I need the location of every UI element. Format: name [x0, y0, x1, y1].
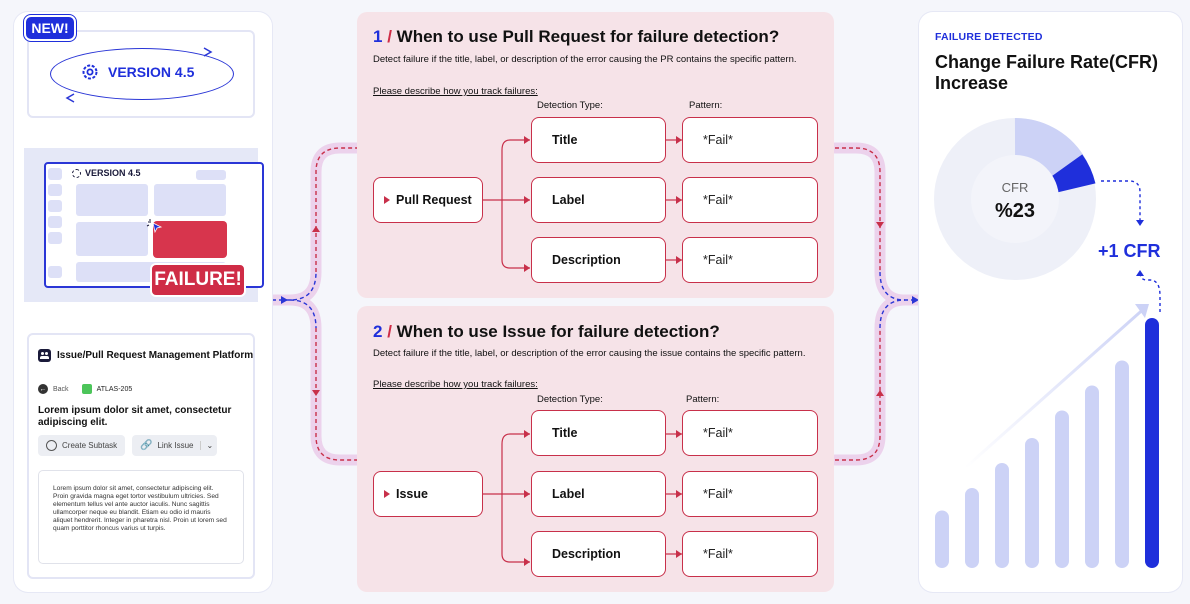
section-number: 1 — [373, 27, 383, 46]
trend-arrow — [964, 304, 1148, 470]
back-row: ← Back ATLAS-205 — [38, 384, 132, 394]
section-title-text: When to use Issue for failure detection? — [396, 322, 720, 341]
version-label: VERSION 4.5 — [80, 62, 194, 82]
platform-title-text: Issue/Pull Request Management Platform — [57, 350, 254, 361]
cfr-title: Change Failure Rate(CFR) Increase — [935, 52, 1159, 93]
issue-root-node: Issue — [373, 471, 483, 517]
donut-segment-highlight — [1049, 154, 1096, 194]
section-title-text: When to use Pull Request for failure det… — [396, 27, 780, 46]
screen-block — [154, 184, 226, 216]
platform-card — [27, 333, 255, 579]
chevron-down-icon[interactable]: ⌄ — [200, 441, 213, 450]
failure-tag: FAILURE! — [150, 263, 246, 297]
platform-title: Issue/Pull Request Management Platform — [38, 349, 253, 362]
caret-right-icon — [384, 490, 390, 498]
section-2-link[interactable]: Please describe how you track failures: — [373, 379, 538, 390]
back-arrow-icon[interactable]: ← — [38, 384, 48, 394]
section-2-description: Detect failure if the title, label, or d… — [373, 348, 806, 359]
back-link[interactable]: Back — [53, 385, 69, 393]
cfr-increment: +1 CFR — [1098, 241, 1161, 261]
detection-type-description[interactable]: Description — [531, 531, 666, 577]
cfr-donut-chart — [934, 117, 1096, 280]
screen-block — [76, 222, 148, 256]
pattern-field[interactable]: *Fail* — [682, 531, 818, 577]
chart-bar-4 — [1025, 438, 1039, 568]
cursor-click-icon — [146, 219, 163, 234]
screen-version-title: VERSION 4.5 — [72, 168, 141, 178]
cycle-arrows-icon — [65, 47, 213, 103]
create-subtask-label: Create Subtask — [62, 441, 118, 450]
root-label: Issue — [396, 487, 428, 501]
gear-icon — [82, 64, 98, 80]
ticket-id: ATLAS-205 — [96, 385, 133, 393]
section-1-title: 1 / When to use Pull Request for failure… — [373, 27, 779, 47]
new-badge: NEW! — [24, 15, 76, 41]
section-2-tree-lines — [482, 430, 682, 566]
issue-description: Lorem ipsum dolor sit amet, consectetur … — [38, 470, 244, 564]
section-number: 2 — [373, 322, 383, 341]
detection-type-header: Detection Type: — [537, 100, 603, 111]
cfr-increment-arrows — [1101, 180, 1161, 312]
pattern-header: Pattern: — [689, 100, 723, 111]
link-issue-button[interactable]: 🔗 Link Issue ⌄ — [132, 435, 218, 456]
section-slash: / — [387, 27, 392, 46]
gear-icon — [72, 168, 81, 178]
screen-block — [196, 170, 226, 180]
cfr-bar-chart — [935, 304, 1159, 568]
donut-segment-light — [1014, 117, 1087, 180]
version-cycle-ring — [50, 48, 234, 100]
chart-bar-3 — [995, 463, 1009, 568]
pattern-field[interactable]: *Fail* — [682, 177, 818, 223]
pattern-field[interactable]: *Fail* — [682, 471, 818, 517]
donut-value: %23 — [994, 200, 1036, 222]
screen-block — [76, 184, 148, 216]
pattern-field[interactable]: *Fail* — [682, 410, 818, 456]
root-label: Pull Request — [396, 193, 472, 207]
failure-detected-label: FAILURE DETECTED — [935, 31, 1043, 43]
chart-bar-8 — [1145, 318, 1159, 568]
section-1-tree-lines — [482, 136, 682, 272]
team-icon — [38, 349, 51, 362]
section-1-link[interactable]: Please describe how you track failures: — [373, 86, 538, 97]
caret-right-icon — [384, 196, 390, 204]
detection-type-label[interactable]: Label — [531, 471, 666, 517]
pattern-field[interactable]: *Fail* — [682, 117, 818, 163]
detection-type-description[interactable]: Description — [531, 237, 666, 283]
right-panel — [919, 12, 1182, 592]
detection-type-title[interactable]: Title — [531, 410, 666, 456]
screen-version-text: VERSION 4.5 — [85, 168, 141, 178]
chart-bar-1 — [935, 510, 949, 568]
link-icon: 🔗 — [140, 440, 153, 451]
version-text: VERSION 4.5 — [108, 64, 195, 80]
detection-type-title[interactable]: Title — [531, 117, 666, 163]
section-2-title: 2 / When to use Issue for failure detect… — [373, 322, 720, 342]
detection-type-label[interactable]: Label — [531, 177, 666, 223]
pull-request-root-node: Pull Request — [373, 177, 483, 223]
pattern-header: Pattern: — [686, 394, 720, 405]
chart-bar-7 — [1115, 360, 1129, 568]
chart-bar-5 — [1055, 410, 1069, 568]
section-1-description: Detect failure if the title, label, or d… — [373, 54, 797, 65]
ticket-icon — [81, 384, 92, 394]
donut-label: CFR — [1001, 180, 1029, 195]
failed-component — [153, 221, 227, 258]
section-slash: / — [387, 322, 392, 341]
pattern-field[interactable]: *Fail* — [682, 237, 818, 283]
trend-arrowhead-icon — [1135, 304, 1149, 318]
subtask-icon — [46, 440, 57, 451]
detection-type-header: Detection Type: — [537, 394, 603, 405]
screen-sidebar — [48, 168, 62, 284]
chart-bar-2 — [965, 488, 979, 568]
create-subtask-button[interactable]: Create Subtask — [38, 435, 126, 456]
issue-heading: Lorem ipsum dolor sit amet, consectetur … — [38, 405, 232, 428]
link-issue-label: Link Issue — [157, 441, 194, 450]
chart-bar-6 — [1085, 385, 1099, 568]
